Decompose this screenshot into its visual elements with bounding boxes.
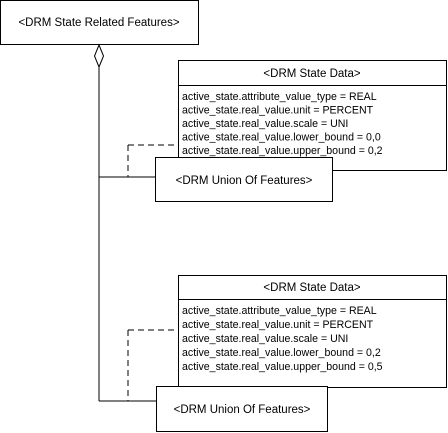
state-data-attribute: active_state.real_value.scale = UNI <box>182 333 348 345</box>
state-data-attribute: active_state.attribute_value_type = REAL <box>182 305 377 317</box>
state-data-attribute: active_state.real_value.unit = PERCENT <box>182 319 374 331</box>
state-data-box-2[interactable]: <DRM State Data> active_state.attribute_… <box>178 275 447 388</box>
state-data-title: <DRM State Data> <box>263 282 360 294</box>
state-data-attribute: active_state.real_value.scale = UNI <box>182 118 348 130</box>
root-class-label: <DRM State Related Features> <box>18 17 179 29</box>
state-data-attribute: active_state.real_value.upper_bound = 0,… <box>182 361 383 373</box>
state-data-attribute: active_state.real_value.lower_bound = 0,… <box>182 132 381 144</box>
union-box-1[interactable]: <DRM Union Of Features> <box>155 157 333 202</box>
aggregation-diamond <box>93 43 105 69</box>
union-box-label: <DRM Union Of Features> <box>174 404 311 416</box>
state-data-box-1[interactable]: <DRM State Data> active_state.attribute_… <box>178 60 447 171</box>
state-data-attribute: active_state.attribute_value_type = REAL <box>182 91 377 103</box>
union-box-label: <DRM Union Of Features> <box>176 175 313 187</box>
state-data-attribute: active_state.real_value.unit = PERCENT <box>182 105 374 117</box>
union-box-2[interactable]: <DRM Union Of Features> <box>156 386 328 432</box>
state-data-attribute: active_state.real_value.upper_bound = 0,… <box>182 145 383 157</box>
root-class-box[interactable]: <DRM State Related Features> <box>0 0 199 45</box>
branch-2-association-link <box>127 329 178 401</box>
state-data-title: <DRM State Data> <box>263 68 360 80</box>
state-data-attribute: active_state.real_value.lower_bound = 0,… <box>182 347 381 359</box>
branch-1-association-link <box>127 144 178 177</box>
